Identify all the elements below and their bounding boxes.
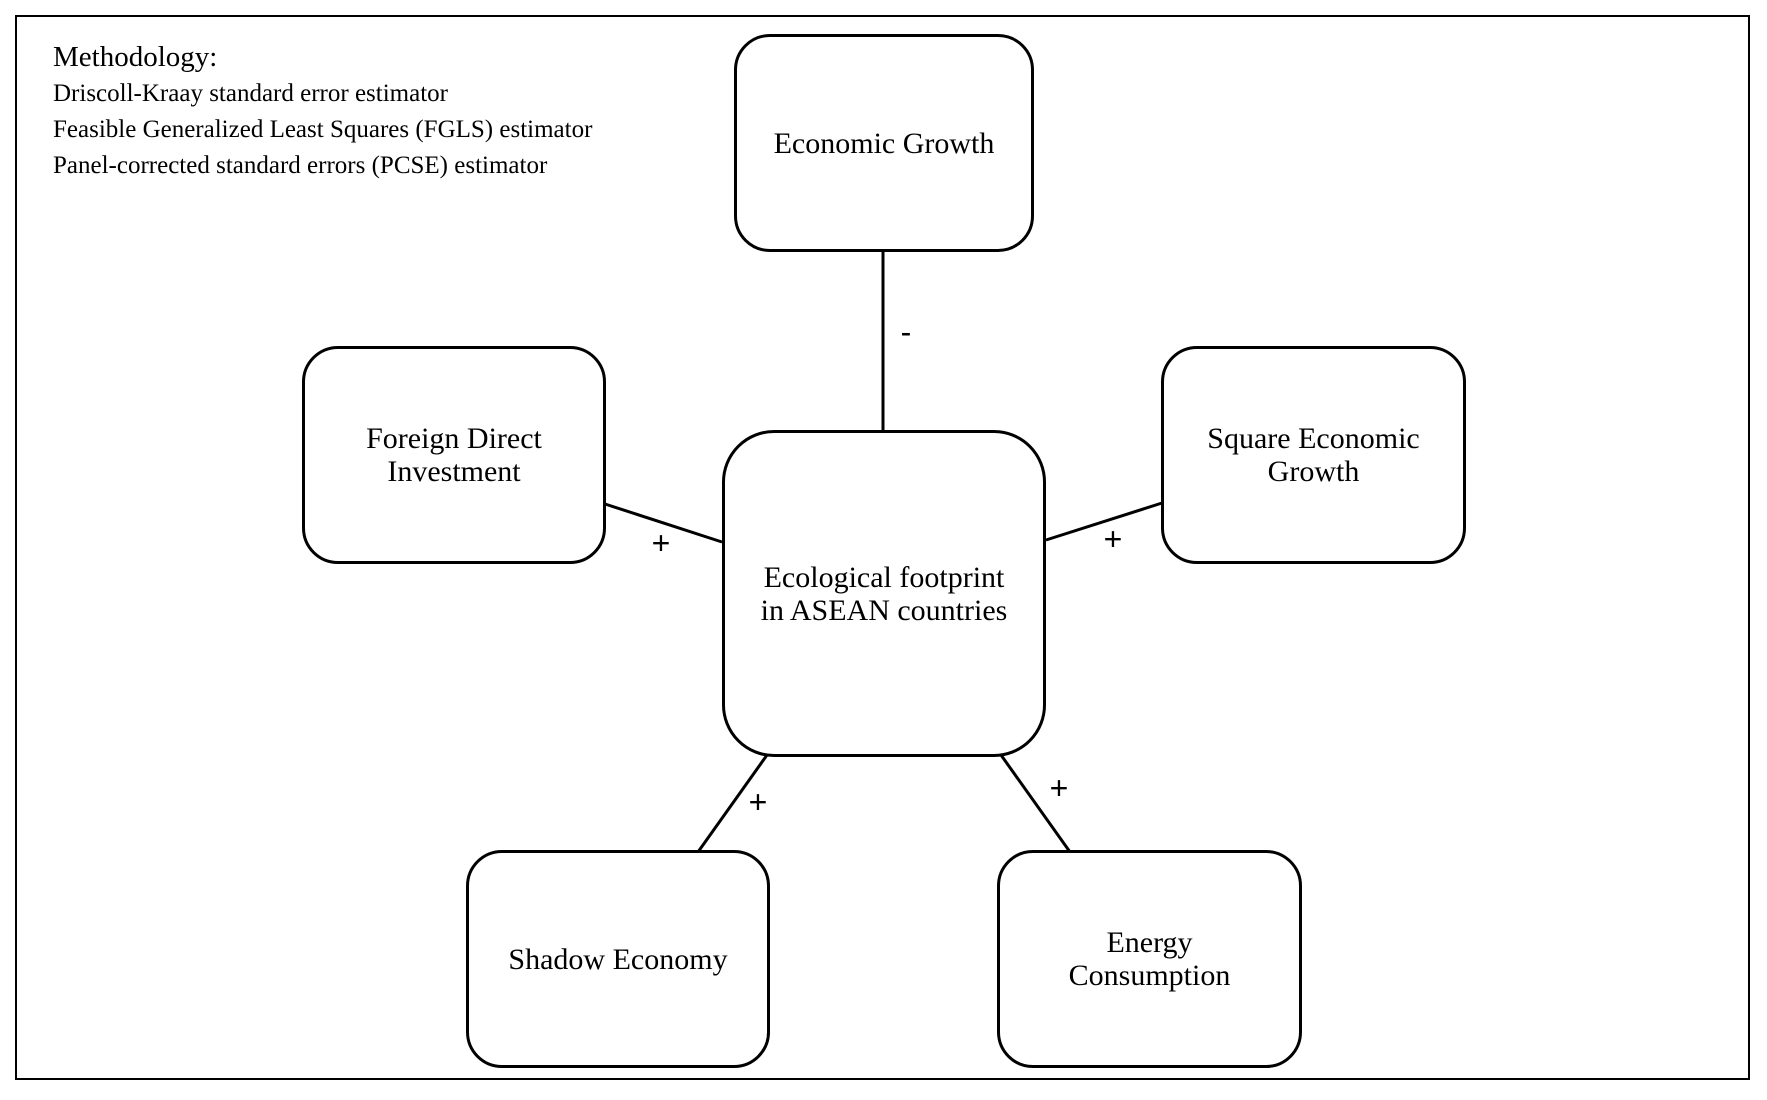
methodology-block: Methodology: Driscoll-Kraay standard err… bbox=[53, 38, 592, 184]
methodology-item-pcse: Panel-corrected standard errors (PCSE) e… bbox=[53, 152, 548, 179]
node-ecological-footprint: Ecological footprint in ASEAN countries bbox=[722, 430, 1046, 757]
methodology-item-driscoll-kraay: Driscoll-Kraay standard error estimator bbox=[53, 80, 448, 107]
node-square-growth-label: Square Economic Growth bbox=[1207, 422, 1420, 488]
connector-energy bbox=[999, 754, 1072, 853]
diagram-frame bbox=[15, 15, 1750, 1080]
node-economic-growth-label: Economic Growth bbox=[773, 126, 995, 160]
node-fdi-label: Foreign Direct Investment bbox=[366, 422, 542, 488]
node-foreign-direct-investment: Foreign Direct Investment bbox=[302, 346, 606, 564]
node-energy-consumption: Energy Consumption bbox=[997, 850, 1302, 1068]
node-square-economic-growth: Square Economic Growth bbox=[1161, 346, 1466, 564]
node-ecological-footprint-label: Ecological footprint in ASEAN countries bbox=[760, 560, 1008, 627]
sign-energy: + bbox=[1049, 770, 1069, 806]
connector-fdi bbox=[604, 502, 723, 544]
connector-square-growth bbox=[1045, 501, 1163, 542]
methodology-title: Methodology: bbox=[53, 41, 218, 73]
sign-economic-growth: - bbox=[900, 314, 912, 350]
sign-square-growth: + bbox=[1103, 521, 1123, 557]
methodology-item-fgls: Feasible Generalized Least Squares (FGLS… bbox=[53, 116, 593, 143]
sign-fdi: + bbox=[651, 525, 671, 561]
node-energy-label: Energy Consumption bbox=[1068, 926, 1231, 992]
node-shadow-economy-label: Shadow Economy bbox=[508, 942, 728, 976]
sign-shadow-economy: + bbox=[748, 784, 768, 820]
connector-shadow-economy bbox=[696, 754, 769, 853]
node-economic-growth: Economic Growth bbox=[734, 34, 1034, 252]
node-shadow-economy: Shadow Economy bbox=[466, 850, 770, 1068]
